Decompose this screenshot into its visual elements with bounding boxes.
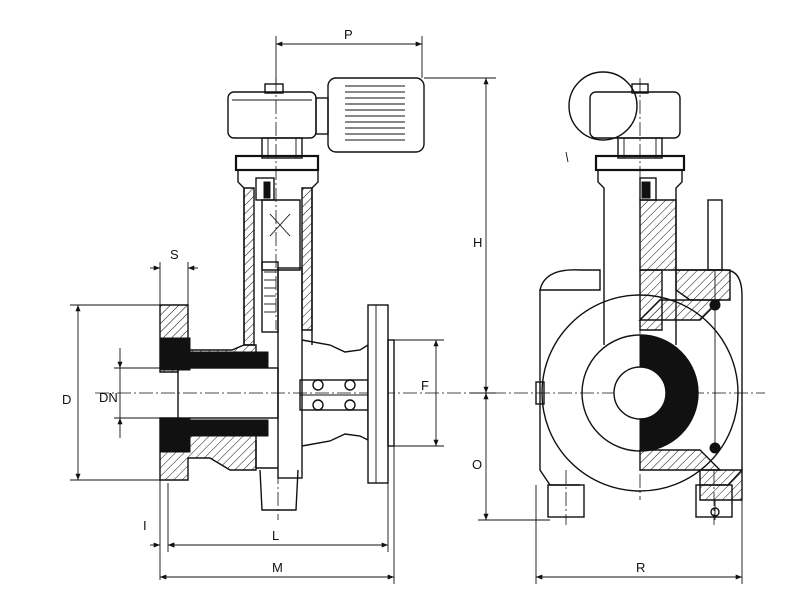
motor-actuator (227, 77, 425, 330)
dimension-o: O (472, 393, 550, 521)
dimension-label-i: I (143, 518, 147, 533)
valve-body (159, 304, 299, 520)
dimension-label-l: L (272, 528, 279, 543)
dimension-label-d: D (62, 392, 71, 407)
dimension-label-r: R (636, 560, 645, 575)
dimension-label-dn: DN (99, 390, 118, 405)
dimension-m: M (160, 446, 395, 584)
dimension-label-f: F (421, 378, 429, 393)
dimension-label-o: O (472, 457, 482, 472)
body-end-view (535, 151, 743, 525)
dimension-l: L (168, 483, 389, 552)
outlet-flange (299, 304, 395, 484)
front-end-view: H O R (424, 71, 765, 584)
dimension-p: P (275, 27, 423, 84)
dimension-label-m: M (272, 560, 283, 575)
valve-bonnet (237, 170, 319, 479)
dimension-h: H (424, 77, 496, 394)
dimension-label-p: P (344, 27, 353, 42)
dimension-d: D (62, 304, 160, 481)
dimension-f: F (394, 339, 444, 447)
dimension-r: R (535, 470, 743, 584)
dimension-label-h: H (473, 235, 482, 250)
dimension-label-s: S (170, 247, 179, 262)
dimension-dn: DN (99, 348, 178, 438)
side-section-view: P S D DN (62, 27, 470, 584)
dimension-s: S (150, 247, 198, 305)
dimension-i: I (143, 480, 178, 580)
